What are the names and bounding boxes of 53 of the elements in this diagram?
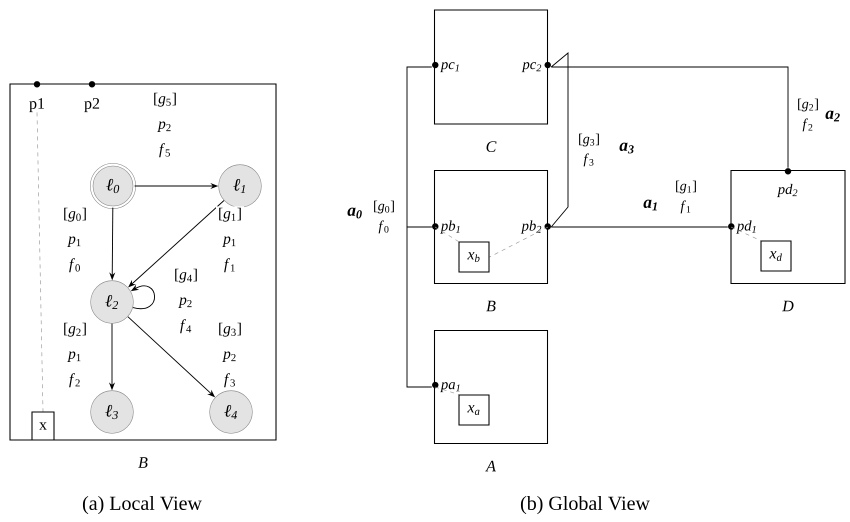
node-label: A [485,460,496,472]
edge-label: [g$_{1}$] f$_{1}$ [672,179,700,215]
node-label: p1 [29,98,44,112]
dashed-line [36,112,44,412]
node-label: D [782,300,794,312]
port: p2 [84,81,100,112]
port: pb$_{1}$ [432,220,460,234]
variable-box: x$_{b}$ [458,241,490,273]
node-label: pb$_{2}$ [520,220,542,234]
edge-label: [g$_{2}$] p$_{1}$ f$_{2}$ [61,321,89,389]
dashed-line [434,226,459,242]
dashed-line [489,226,548,258]
variable-box: x$_{d}$ [760,240,792,272]
edge-label: [g$_{1}$] p$_{1}$ f$_{1}$ [216,206,244,274]
port: pb$_{2}$ [520,220,551,234]
node-label: pd$_{2}$ [776,184,798,198]
connector-line [550,226,728,228]
port: pc$_{2}$ [522,62,551,72]
port: pc$_{1}$ [432,62,459,72]
connector-line [550,66,788,168]
edge-label: [g$_{4}$] p$_{2}$ f$_{4}$ [172,267,200,335]
subcaption: (a) Local View [82,496,202,514]
node-label: pc$_{1}$ [440,62,459,72]
edge-label: [g$_{0}$] f$_{0}$ [370,199,398,235]
dashed-line [434,386,459,395]
node-label: p2 [84,98,100,112]
node-label: B [138,457,148,468]
node-label: C [486,141,496,152]
edge-label: [g$_{5}$] p$_{2}$ f$_{5}$ [151,91,179,159]
edge-label: [g$_{2}$] f$_{2}$ [794,97,822,133]
port: pd$_{2}$ [776,168,798,198]
port: p1 [29,81,44,112]
connector-line [550,52,568,228]
port: pd$_{1}$ [728,220,756,234]
connector-name: a$_{3}$ [620,142,634,154]
node-label: B [486,300,496,312]
subcaption: (b) Global View [520,496,650,514]
edge-label: [g$_{3}$] p$_{2}$ f$_{3}$ [216,321,244,389]
variable-box: x [31,411,55,441]
connector-name: a$_{0}$ [348,208,362,218]
connector-name: a$_{1}$ [644,200,657,210]
connector-name: a$_{2}$ [826,110,840,122]
node-label: pa$_{1}$ [440,382,460,392]
port: pa$_{1}$ [432,382,460,392]
edge-label: [g$_{3}$] f$_{3}$ [575,132,603,168]
edge-label: [g$_{0}$] p$_{1}$ f$_{0}$ [61,206,89,274]
variable-box: x$_{a}$ [458,394,490,426]
node-label: pc$_{2}$ [522,62,542,72]
connector-line [406,226,432,388]
dashed-line [730,226,761,241]
node-label: pb$_{1}$ [440,220,460,234]
connector-line [406,66,432,228]
node-label: pd$_{1}$ [736,220,756,234]
